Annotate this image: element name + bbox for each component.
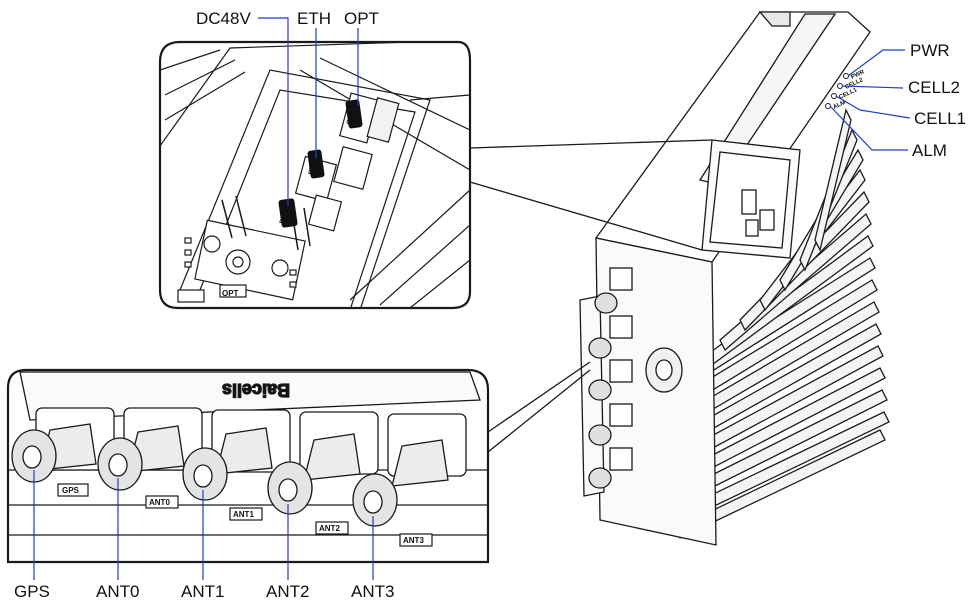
plate-ant3: ANT3 (403, 536, 424, 545)
callout-alm: ALM (912, 141, 947, 160)
callout-cell2: CELL2 (908, 78, 960, 97)
callout-ant1: ANT1 (181, 582, 225, 601)
callout-ant3: ANT3 (351, 582, 395, 601)
plate-ant0: ANT0 (149, 498, 170, 507)
leader-lines (33, 17, 911, 580)
brand-marking: Baicells (222, 380, 290, 400)
callout-dc48v: DC48V (196, 9, 251, 28)
callout-eth: ETH (297, 9, 331, 28)
callout-ant0: ANT0 (96, 582, 140, 601)
led-alm-marking: ALM (832, 100, 846, 111)
callout-cell1: CELL1 (914, 109, 966, 128)
connector-inset: DC48V ETH OPT OPT (158, 40, 472, 310)
port-eth-marking: ETH (308, 160, 317, 175)
callout-gps: GPS (14, 582, 50, 601)
port-opt-marking: OPT (346, 109, 356, 125)
heat-sink-fins (675, 108, 890, 539)
leader-cell1 (835, 95, 911, 119)
led-cell1 (831, 93, 837, 99)
port-dc48v-marking: DC48V (279, 201, 290, 225)
plate-ant1: ANT1 (233, 510, 254, 519)
led-alm (825, 103, 831, 109)
device-body (579, 11, 890, 546)
led-pwr (843, 73, 849, 79)
led-cell2 (837, 83, 843, 89)
leader-cell2 (841, 85, 904, 89)
leader-alm (829, 105, 908, 151)
inset-opt-plate: OPT (222, 289, 239, 298)
inset-port-markings: DC48V ETH OPT OPT (222, 99, 363, 298)
plate-gps: GPS (62, 486, 80, 495)
led-pwr-marking: PWR (850, 69, 866, 81)
callout-pwr: PWR (910, 41, 950, 60)
zoom-lines-bottom (487, 361, 591, 453)
callout-ant2: ANT2 (266, 582, 310, 601)
antenna-plate-markings: GPS ANT0 ANT1 ANT2 ANT3 (62, 486, 424, 545)
zoom-lines-top (469, 139, 713, 251)
leader-dc48v (258, 17, 289, 206)
plate-ant2: ANT2 (319, 524, 340, 533)
antenna-inset: Baicells (6, 368, 490, 564)
leader-pwr (847, 49, 905, 77)
front-connectors (588, 267, 633, 489)
callout-opt: OPT (344, 9, 379, 28)
